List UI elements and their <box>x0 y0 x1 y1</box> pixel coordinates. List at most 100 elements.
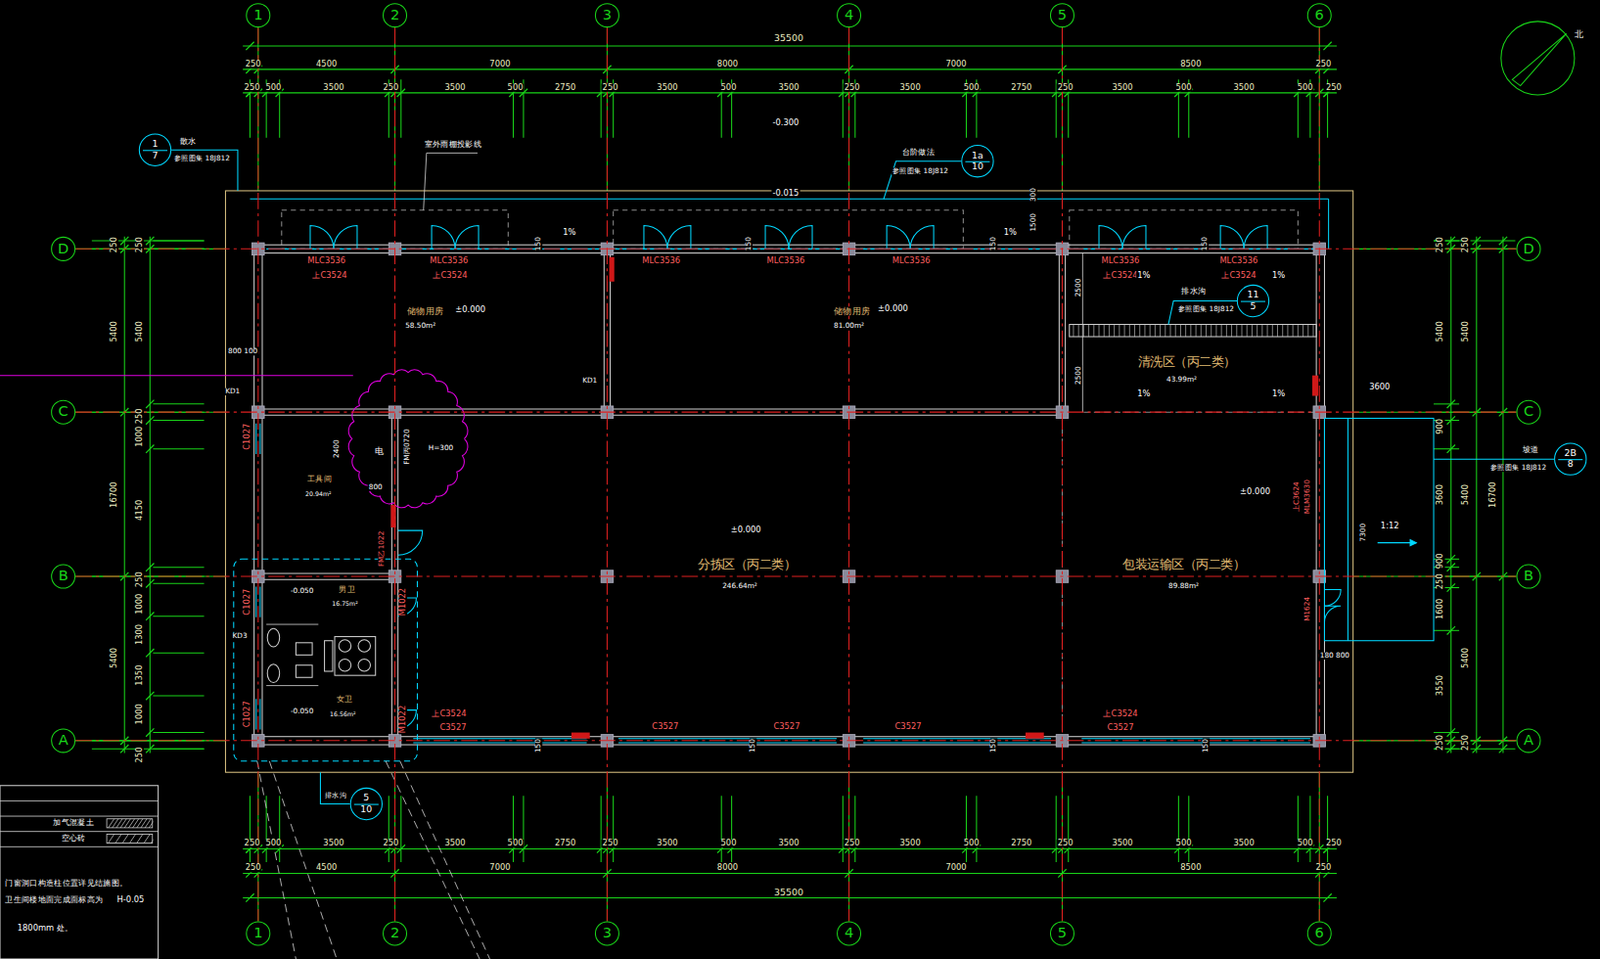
drain-hatch <box>1134 324 1136 338</box>
dimension-text: 3500 <box>1232 839 1255 848</box>
dimension-text: 500 <box>1296 83 1315 92</box>
toilet-fixture <box>295 642 313 656</box>
dim-tick <box>145 445 154 454</box>
partition <box>262 572 392 574</box>
table-rule <box>0 830 159 832</box>
legend-hatch <box>108 833 115 843</box>
drain-hatch <box>1143 324 1145 338</box>
drain-hatch <box>1195 324 1197 338</box>
dimension-text: 5400 <box>1462 320 1470 343</box>
drain-hatch <box>1159 324 1161 338</box>
drain-hatch <box>1312 324 1314 338</box>
dimension-text: 2750 <box>1009 839 1033 848</box>
axis-label: 2 <box>390 7 400 24</box>
axis-bubble: 2 <box>382 920 408 946</box>
drain-hatch <box>1307 324 1309 338</box>
dimension-text: 2750 <box>1009 83 1033 92</box>
window-line <box>412 737 587 739</box>
sink-counter <box>334 637 376 677</box>
axis-label: 5 <box>1057 925 1067 942</box>
legend-text: 空心砖 <box>60 834 88 843</box>
annotation-text: 7300 <box>1359 522 1367 544</box>
axis-label: B <box>1523 568 1534 585</box>
annotation-text: ±0.000 <box>730 526 763 535</box>
callout-number: 2B <box>1558 448 1583 459</box>
dimension-text: 250 <box>601 839 620 848</box>
dimension-text: 250 <box>244 864 263 872</box>
door-swing <box>1122 225 1146 249</box>
dimension-text: 7000 <box>488 60 511 69</box>
annotation-text: -0.300 <box>771 119 800 128</box>
annotation-text: MLC3536 <box>765 257 806 266</box>
dim-tick <box>1323 893 1331 902</box>
axis-label: A <box>1523 732 1534 749</box>
drain-hatch <box>1292 324 1294 338</box>
partition <box>262 409 1059 411</box>
annotation-text: 排水沟 <box>1180 287 1207 296</box>
axis-line <box>75 739 1516 741</box>
detail-callout: 17 <box>138 134 172 167</box>
extension-line <box>965 795 967 863</box>
detail-callout: 1a10 <box>960 144 994 178</box>
dimension-text: 250 <box>136 407 144 425</box>
door-swing <box>1098 225 1123 249</box>
drain-hatch <box>1286 324 1288 338</box>
dimension-text: 500 <box>264 83 282 92</box>
window-line <box>259 698 261 730</box>
dimension-text: 250 <box>1314 60 1332 69</box>
annotation-text: 81.00m² <box>832 322 866 330</box>
drain-hatch <box>1241 324 1243 338</box>
extension-line <box>152 652 204 654</box>
door-swing <box>643 225 668 249</box>
annotation-text: 1800mm 处。 <box>16 924 75 933</box>
dim-tick <box>145 648 154 657</box>
annotation-text: -0.050 <box>289 708 316 716</box>
annotation-text: KD1 <box>224 388 241 396</box>
callout-number: 8 <box>1558 459 1583 470</box>
annotation-text: 89.88m² <box>1167 583 1200 591</box>
annotation-text: M1022 <box>399 587 408 618</box>
legend-swatch <box>105 833 153 844</box>
annotation-text: MLC3536 <box>428 257 469 266</box>
dimension-text: 500 <box>506 83 525 92</box>
dimension-text: 250 <box>136 235 144 254</box>
drain-hatch <box>1261 324 1263 338</box>
door-swing <box>398 530 423 555</box>
annotation-text: FM丙0720 <box>403 427 411 465</box>
annotation-text: 上C3524 <box>431 271 468 279</box>
dimension-text: 5400 <box>1436 320 1445 343</box>
dimension-text: 1000 <box>136 425 144 449</box>
annotation-text: 1% <box>1271 271 1286 279</box>
annotation-text: 上C3524 <box>1101 271 1139 279</box>
axis-bubble: 2 <box>382 2 408 28</box>
window-line <box>863 737 1052 739</box>
axis-label: A <box>58 732 69 749</box>
dimension-text: 250 <box>243 83 262 92</box>
annotation-text: 上C3524 <box>1220 271 1257 279</box>
dimension-text: 3500 <box>898 839 921 848</box>
annotation-text: 坡道 <box>1521 446 1541 455</box>
dimension-text: 35500 <box>773 888 805 898</box>
annotation-text: C3527 <box>772 723 801 732</box>
drain-hatch <box>1297 324 1299 338</box>
drain-hatch <box>1118 324 1120 338</box>
extension-line <box>278 795 280 863</box>
toilet-fixture <box>267 628 280 647</box>
extension-line <box>1433 403 1460 405</box>
annotation-text: 2500 <box>1075 277 1083 299</box>
annotation-text: MLC3536 <box>640 257 682 266</box>
dimension-text: 500 <box>1175 83 1193 92</box>
axis-bubble: 4 <box>836 2 862 28</box>
axis-line <box>1319 27 1321 921</box>
axis-label: C <box>1523 404 1534 420</box>
axis-bubble: 1 <box>245 920 271 946</box>
door-swing <box>1243 225 1268 249</box>
annotation-text: 参照图集 18J812 <box>891 167 950 175</box>
dim-tick <box>145 579 154 588</box>
drain-hatch <box>1175 324 1177 338</box>
annotation-text: 储物用房 <box>832 306 872 316</box>
extension-line <box>1433 748 1515 750</box>
annotation-text: 150 <box>535 737 543 754</box>
toilet-fixture <box>295 665 313 679</box>
extension-line <box>152 731 204 733</box>
